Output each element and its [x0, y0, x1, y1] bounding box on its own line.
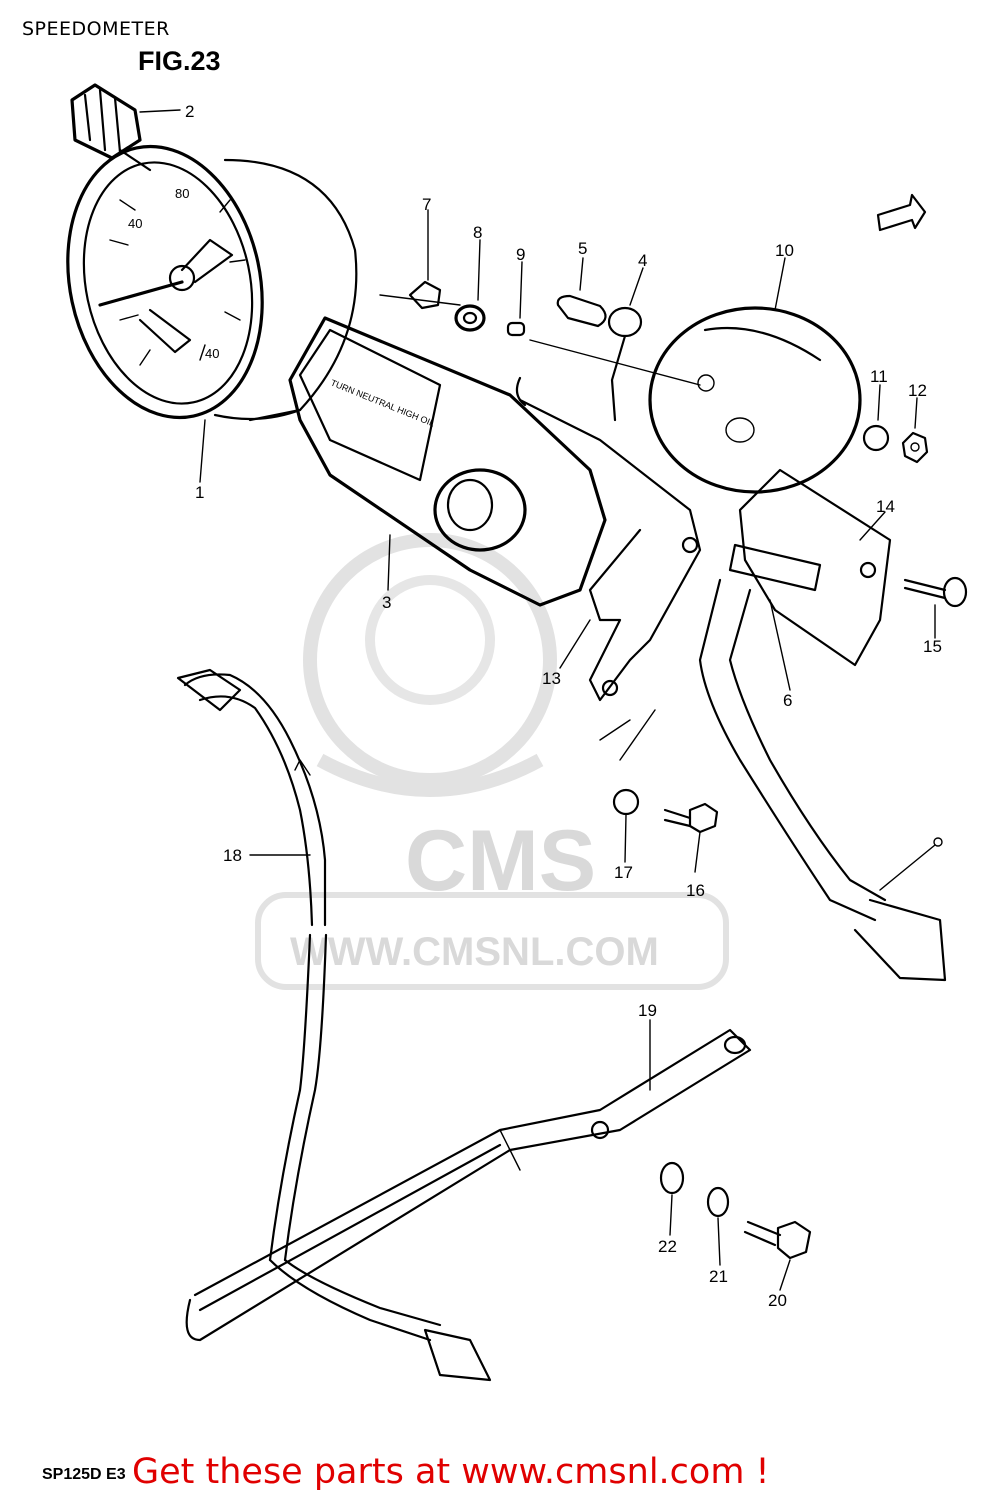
callout-14: 14 [876, 497, 895, 516]
callout-18: 18 [223, 846, 242, 865]
screw [903, 576, 968, 608]
socket-and-harness [698, 543, 947, 982]
svg-text:TURN NEUTRAL HIGH OIL: TURN NEUTRAL HIGH OIL [329, 378, 436, 429]
callout-19: 19 [638, 1001, 657, 1020]
mounting-hardware [659, 1161, 812, 1260]
callout-13: 13 [542, 669, 561, 688]
callout-11: 11 [870, 367, 888, 386]
svg-text:40: 40 [205, 346, 219, 361]
callout-4: 4 [638, 251, 647, 270]
callout-15: 15 [923, 637, 942, 656]
callout-labels: 1 2 3 4 5 6 7 8 9 10 11 12 13 14 15 16 1… [185, 102, 942, 1310]
callout-7: 7 [422, 195, 431, 214]
svg-text:80: 80 [175, 186, 189, 201]
callout-10: 10 [775, 241, 794, 260]
cable-stay [185, 1028, 752, 1342]
meter-case [648, 306, 862, 494]
callout-22: 22 [658, 1237, 677, 1256]
washer-and-nut [862, 424, 929, 464]
bulb-socket-parts [379, 280, 701, 422]
direction-arrow-icon [876, 193, 927, 232]
bolt-and-washer [599, 709, 719, 834]
cable-nut [70, 83, 152, 172]
callout-6: 6 [783, 691, 792, 710]
speedometer-gauge: 80 40 40 [66, 144, 358, 422]
svg-text:40: 40 [128, 216, 142, 231]
watermark-brand: CMS [405, 813, 596, 909]
callout-1: 1 [195, 483, 204, 502]
bracket [515, 376, 702, 702]
cms-watermark: CMS WWW.CMSNL.COM [255, 533, 729, 990]
leader-lines [139, 109, 936, 1291]
speedometer-cable [176, 668, 492, 1382]
callout-20: 20 [768, 1291, 787, 1310]
section-title: SPEEDOMETER [22, 18, 170, 40]
callout-3: 3 [382, 593, 391, 612]
callout-17: 17 [614, 863, 633, 882]
model-code: SP125D E3 [42, 1466, 126, 1483]
callout-12: 12 [908, 381, 927, 400]
callout-16: 16 [686, 881, 705, 900]
callout-9: 9 [516, 245, 525, 264]
holder-plate [738, 468, 892, 667]
indicator-housing: TURN NEUTRAL HIGH OIL [288, 316, 607, 607]
figure-label: FIG.23 [138, 46, 221, 76]
callout-21: 21 [709, 1267, 728, 1286]
promo-text[interactable]: Get these parts at www.cmsnl.com ! [132, 1452, 770, 1492]
watermark-url: WWW.CMSNL.COM [290, 930, 659, 974]
callout-5: 5 [578, 239, 587, 258]
callout-8: 8 [473, 223, 482, 242]
callout-2: 2 [185, 102, 194, 121]
